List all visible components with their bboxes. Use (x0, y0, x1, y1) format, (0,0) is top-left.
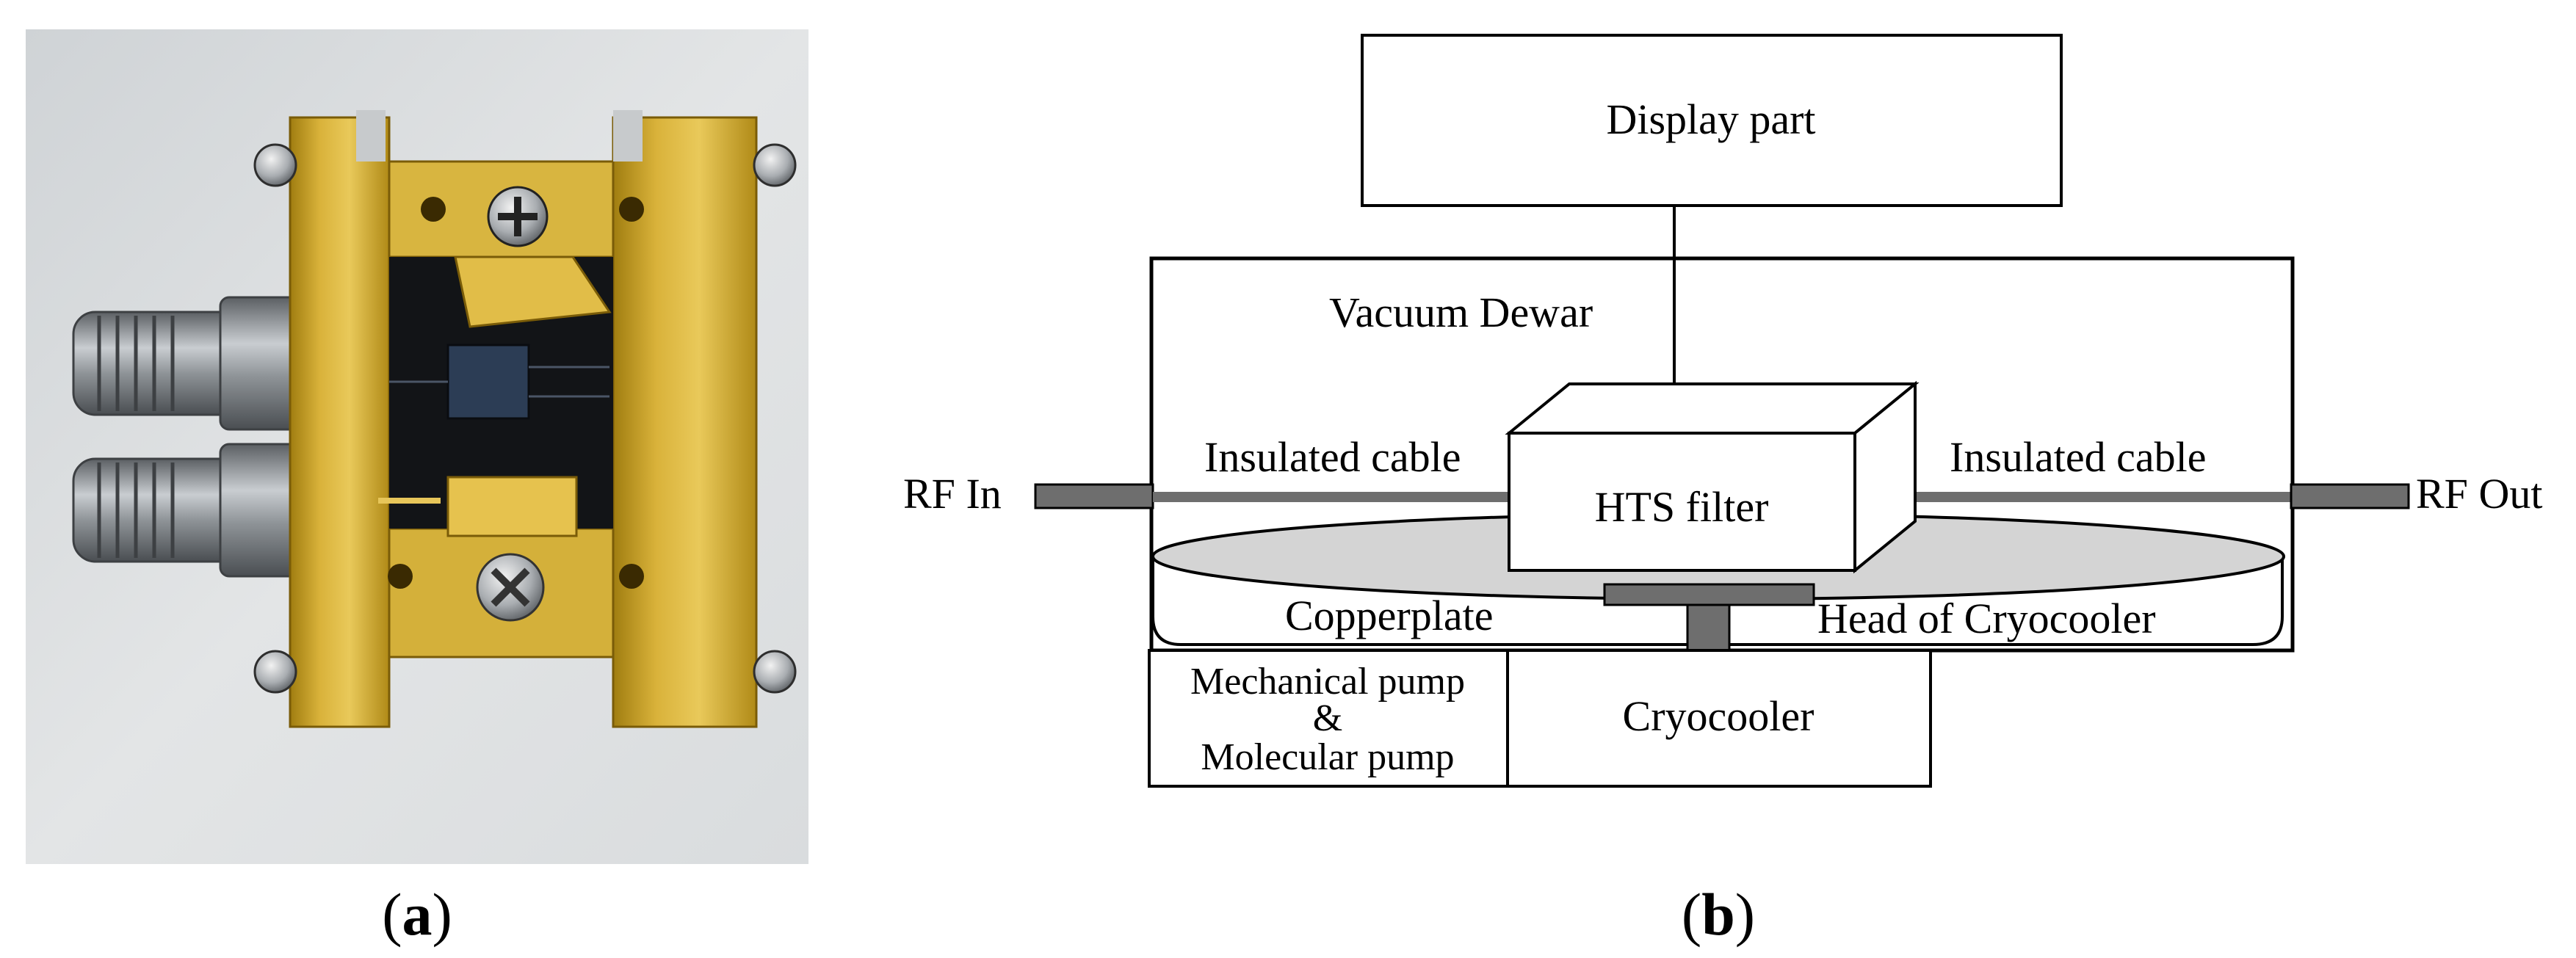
sma-connector-bottom (72, 443, 306, 578)
insulated-cable-left-label: Insulated cable (1204, 433, 1461, 481)
side-screws (253, 143, 797, 694)
rf-in-label: RF In (903, 470, 1002, 518)
hts-filter-label: HTS filter (1595, 483, 1769, 531)
hts-chip (446, 344, 530, 420)
cryocooler-label: Cryocooler (1623, 692, 1815, 740)
insulated-cable-left (1153, 492, 1509, 502)
mechanical-pump-label: Mechanical pump (1190, 661, 1465, 703)
hts-filter-front (1508, 432, 1856, 572)
head-of-cryocooler-label: Head of Cryocooler (1817, 595, 2156, 642)
insulated-cable-right (1897, 492, 2291, 502)
screw-center-top (487, 186, 549, 247)
chip-traces (389, 366, 609, 398)
display-part-label: Display part (1606, 95, 1815, 143)
clamp-bottom (446, 476, 578, 537)
caption-b: (b) (1682, 881, 1755, 948)
rf-out-label: RF Out (2416, 470, 2542, 518)
panel-a-photo (26, 29, 808, 864)
mounting-holes (388, 197, 644, 589)
molecular-pump-label: Molecular pump (1201, 736, 1454, 778)
clamp-top (454, 255, 612, 328)
display-part-box (1361, 34, 2063, 207)
rf-in-connector (1034, 483, 1154, 509)
copperplate-label: Copperplate (1285, 592, 1493, 639)
rf-out-connector (2290, 483, 2410, 509)
hts-filter-top (1505, 382, 1920, 435)
cold-head-plate (1603, 583, 1815, 606)
cold-head-stem (1686, 603, 1731, 653)
pump-box (1148, 649, 1509, 788)
vacuum-dewar-box (1149, 256, 2295, 653)
vacuum-dewar-label: Vacuum Dewar (1329, 289, 1593, 336)
ampersand-label: & (1313, 697, 1342, 739)
insulated-cable-right-label: Insulated cable (1950, 433, 2206, 481)
hts-filter-box (1505, 380, 1920, 574)
caption-a: (a) (382, 881, 452, 948)
feed-pin (378, 498, 441, 504)
sma-connector-top (72, 296, 306, 431)
cryocooler-box (1506, 649, 1932, 788)
panel-b-diagram: Display part Vacuum Dewar RF In RF Out I… (903, 34, 2542, 788)
screw-center-bottom (476, 553, 545, 622)
